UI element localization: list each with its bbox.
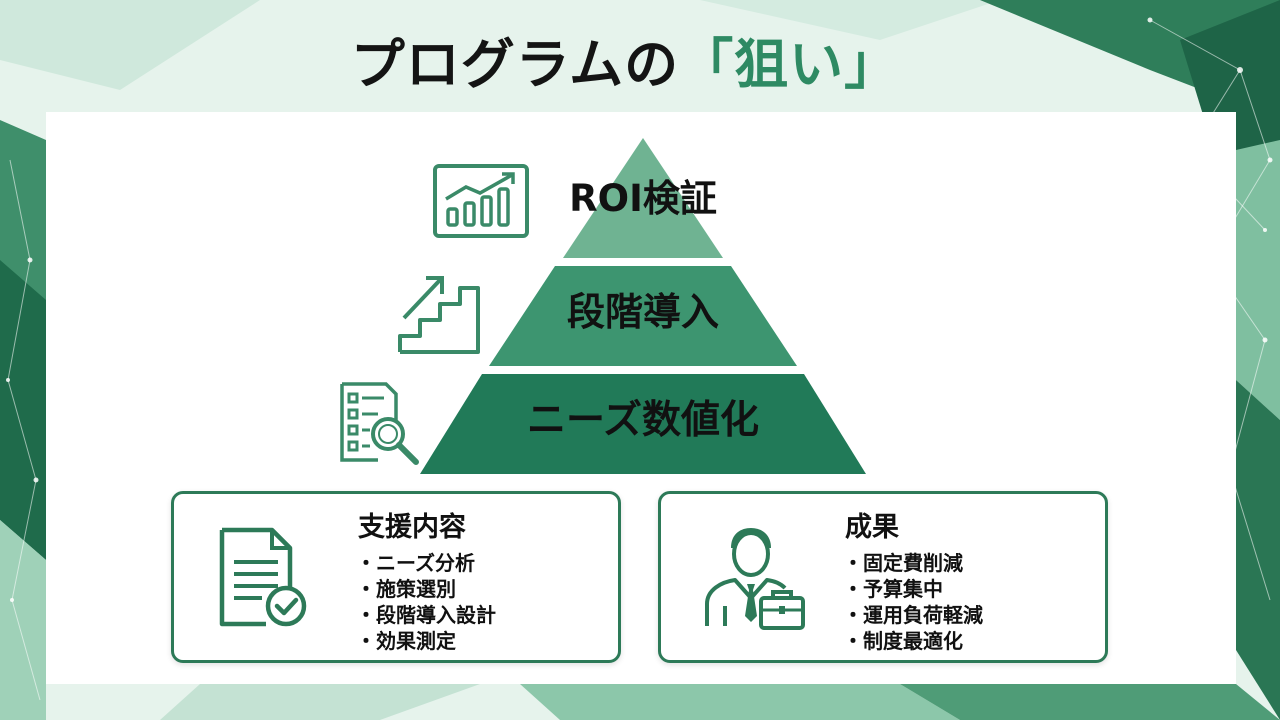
pyramid-tier-top xyxy=(563,138,723,258)
list-item: 効果測定 xyxy=(356,628,496,654)
list-item: 運用負荷軽減 xyxy=(843,602,983,628)
pyramid-tier-bottom xyxy=(420,374,866,474)
list-item: 固定費削減 xyxy=(843,550,983,576)
results-heading: 成果 xyxy=(845,512,899,543)
list-item: 段階導入設計 xyxy=(356,602,496,628)
checklist-magnifier-icon xyxy=(340,382,419,465)
tier-label-phased: 段階導入 xyxy=(566,290,719,334)
title-accent: 「狙い」 xyxy=(679,33,900,96)
pyramid-tier-middle xyxy=(489,266,797,366)
page-title: プログラムの「狙い」 xyxy=(0,38,1250,92)
businessman-briefcase-icon xyxy=(705,527,805,630)
results-card: 成果 固定費削減 予算集中 運用負荷軽減 制度最適化 xyxy=(658,491,1108,663)
title-main: プログラムの xyxy=(350,33,680,96)
list-item: 予算集中 xyxy=(843,576,983,602)
bar-chart-trend-icon xyxy=(433,164,529,238)
document-check-icon xyxy=(219,527,307,627)
list-item: ニーズ分析 xyxy=(356,550,496,576)
tier-label-needs: ニーズ数値化 xyxy=(526,398,760,443)
support-heading: 支援内容 xyxy=(358,512,466,543)
list-item: 制度最適化 xyxy=(843,628,983,654)
support-card: 支援内容 ニーズ分析 施策選別 段階導入設計 効果測定 xyxy=(171,491,621,663)
support-list: ニーズ分析 施策選別 段階導入設計 効果測定 xyxy=(356,550,496,654)
stairs-arrow-icon xyxy=(398,276,480,354)
list-item: 施策選別 xyxy=(356,576,496,602)
results-list: 固定費削減 予算集中 運用負荷軽減 制度最適化 xyxy=(843,550,983,654)
tier-label-roi: ROI検証 xyxy=(569,177,717,220)
